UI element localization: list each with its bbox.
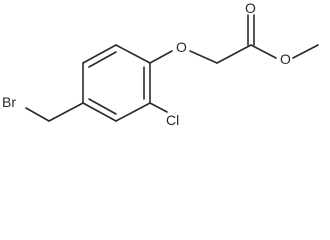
- atom-label-carbonyl-o: O: [245, 0, 256, 16]
- bond-ch2-to-br: [25, 107, 50, 122]
- atom-label-ester-o: O: [280, 51, 291, 67]
- atom-label-ether-o: O: [176, 39, 187, 55]
- bond-ring-to-ether-o: [149, 50, 173, 64]
- bond-ring-to-cl: [149, 102, 168, 113]
- bond-carbonyl-c-to-ester-o: [250, 44, 277, 59]
- ring-bond-c6-c1: [115, 44, 151, 64]
- benzene-ring: [82, 44, 151, 122]
- bond-ch2-to-carbonyl-c: [216, 44, 252, 64]
- bond-ether-o-to-ch2: [189, 50, 218, 64]
- ring-bond-c2-c3: [115, 102, 151, 122]
- atom-label-cl: Cl: [166, 112, 179, 128]
- bond-ring-to-ch2: [48, 102, 84, 122]
- bond-ester-o-to-methyl: [292, 44, 319, 59]
- ring-bond-c3-c4: [82, 102, 117, 122]
- chemical-structure-diagram: Br Cl O O O: [2, 0, 319, 128]
- ring-double-bond-c3-c4: [88, 98, 117, 115]
- atom-label-br: Br: [2, 94, 16, 110]
- ring-bond-c5-c6: [82, 44, 117, 64]
- ring-double-bond-c5-c6: [88, 51, 117, 68]
